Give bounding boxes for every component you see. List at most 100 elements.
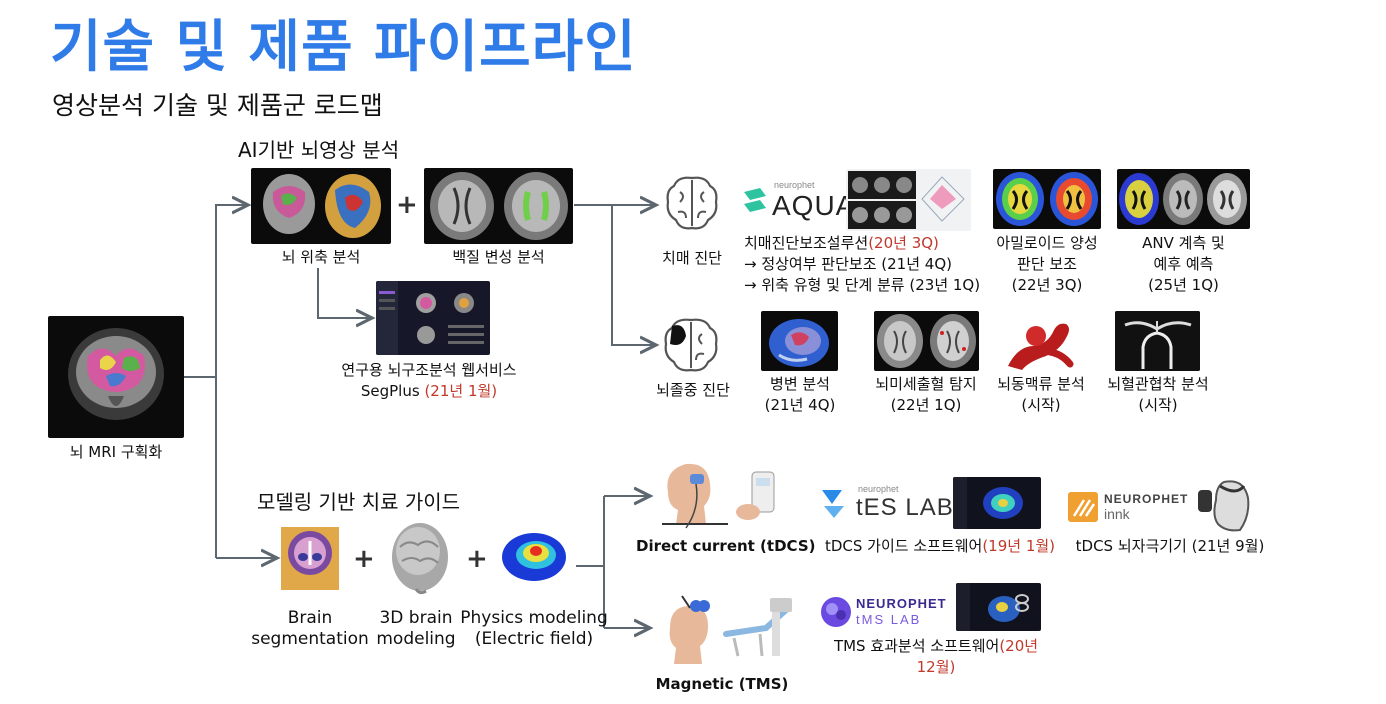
aqua-line2: → 정상여부 판단보조 (21년 4Q) (744, 255, 952, 273)
tms-lab-sub: tMS LAB (856, 612, 922, 627)
stenosis-line2: (시작) (1138, 396, 1178, 414)
innk-headset-image (1198, 480, 1250, 532)
amyloid-line3: (22년 3Q) (1011, 276, 1083, 294)
innk-label: tDCS 뇌자극기기 (21년 9월) (1075, 537, 1265, 555)
tdcs-label: Direct current (tDCS) (636, 537, 816, 555)
anv-line2: 예후 예측 (1153, 255, 1214, 273)
tes-lab-date: (19년 1월) (982, 537, 1056, 555)
brain-segmentation-image (281, 527, 339, 590)
tms-lab-screenshot (956, 583, 1041, 631)
amyloid-line2: 판단 보조 (1017, 255, 1077, 273)
ai-section-title: AI기반 뇌영상 분석 (238, 138, 400, 162)
amyloid-line1: 아밀로이드 양성 (996, 234, 1098, 252)
aqua-logo: neurophet AQUA (742, 180, 854, 224)
aqua-brand-small: neurophet (774, 180, 815, 190)
physics-line2: (Electric field) (474, 629, 594, 649)
tes-lab-label: tDCS 가이드 소프트웨어(19년 1월) (814, 536, 1066, 557)
modeling-plus-1: + (353, 544, 375, 574)
segplus-label: 연구용 뇌구조분석 웹서비스 SegPlus (21년 1월) (318, 360, 540, 402)
physics-line1: Physics modeling (460, 608, 608, 628)
aqua-brand: AQUA (772, 190, 856, 221)
tms-lab-brand: NEUROPHET (856, 596, 947, 611)
anv-line3: (25년 1Q) (1148, 276, 1219, 294)
microbleed-line2: (22년 1Q) (890, 396, 962, 414)
tes-lab-brand: tES LAB (856, 494, 954, 521)
anv-line1: ANV 계측 및 (1142, 234, 1225, 252)
tes-lab-screenshot (953, 477, 1041, 529)
aneurysm-line1: 뇌동맥류 분석 (997, 375, 1085, 393)
tms-head-image (669, 595, 710, 664)
aneurysm-vessel-icon (1008, 323, 1074, 370)
tdcs-device-image (736, 471, 775, 520)
tes-lab-brand-small: neurophet (858, 484, 899, 494)
physics-label: Physics modeling (Electric field) (458, 608, 610, 650)
ai-plus-sign: + (396, 190, 418, 220)
white-matter-image (424, 168, 573, 244)
segplus-name: SegPlus (360, 382, 420, 400)
amyloid-label: 아밀로이드 양성 판단 보조 (22년 3Q) (984, 233, 1110, 296)
anv-image (1117, 169, 1250, 229)
anv-label: ANV 계측 및 예후 예측 (25년 1Q) (1117, 233, 1250, 296)
tms-lab-label: TMS 효과분석 소프트웨어(20년 12월) (822, 636, 1050, 678)
stenosis-image (1115, 311, 1200, 371)
innk-logo: NEUROPHET innk (1068, 490, 1192, 526)
lesion-line1: 병변 분석 (770, 375, 830, 393)
white-matter-label: 백질 변성 분석 (452, 248, 545, 266)
tms-lab-date1: (20년 (999, 637, 1039, 655)
innk-sub: innk (1104, 506, 1130, 522)
page-title: 기술 및 제품 파이프라인 (50, 15, 637, 80)
aqua-screenshot (846, 169, 971, 231)
tes-lab-logo: neurophet tES LAB (818, 482, 953, 526)
microbleed-label: 뇌미세출혈 탐지 (22년 1Q) (862, 374, 990, 416)
page-subtitle: 영상분석 기술 및 제품군 로드맵 (52, 91, 383, 120)
brain-outline-icon (666, 176, 718, 230)
tms-lab-date2: 12월) (916, 658, 956, 676)
dementia-label: 치매 진단 (662, 249, 722, 267)
tdcs-head-image (662, 463, 728, 529)
stenosis-line1: 뇌혈관협착 분석 (1107, 375, 1209, 393)
brain-3d-image (392, 523, 448, 595)
brain-coronal-icon (68, 328, 164, 420)
atrophy-image (251, 168, 391, 244)
root-label: 뇌 MRI 구획화 (69, 443, 163, 461)
seg-line1: Brain (287, 608, 333, 628)
brain-segmentation-label: Brain segmentation (248, 608, 372, 650)
modeling-section-title: 모델링 기반 치료 가이드 (257, 490, 461, 514)
aneurysm-line2: (시작) (1021, 396, 1061, 414)
stenosis-label: 뇌혈관협착 분석 (시작) (1094, 374, 1222, 416)
aqua-line3: → 위축 유형 및 단계 분류 (23년 1Q) (744, 276, 981, 294)
tms-lab-logo: NEUROPHET tMS LAB (820, 596, 956, 632)
segplus-line1: 연구용 뇌구조분석 웹서비스 (341, 361, 517, 379)
brain3d-line1: 3D brain (379, 608, 453, 628)
aqua-description: 치매진단보조설루션(20년 3Q) → 정상여부 판단보조 (21년 4Q) →… (744, 233, 980, 296)
atrophy-label: 뇌 위축 분석 (281, 248, 361, 266)
aneurysm-label: 뇌동맥류 분석 (시작) (986, 374, 1096, 416)
tms-label: Magnetic (TMS) (655, 675, 789, 693)
aqua-line1-date: (20년 3Q) (868, 234, 939, 252)
aqua-logo-icon (744, 188, 766, 212)
seg-line2: segmentation (251, 629, 369, 649)
microbleed-line1: 뇌미세출혈 탐지 (875, 375, 977, 393)
tes-lab-logo-icon (822, 490, 844, 518)
lesion-label: 병변 분석 (21년 4Q) (748, 374, 852, 416)
tms-lab-logo-icon (821, 597, 851, 627)
brain-stroke-icon (664, 318, 718, 372)
microbleed-image (874, 311, 979, 371)
segplus-screenshot (376, 281, 490, 355)
aqua-line1: 치매진단보조설루션 (744, 234, 869, 252)
modeling-plus-2: + (466, 544, 488, 574)
tms-chair-image (723, 598, 792, 657)
lesion-line2: (21년 4Q) (764, 396, 836, 414)
lesion-image (761, 311, 838, 371)
innk-brand: NEUROPHET (1104, 492, 1189, 506)
amyloid-image (993, 169, 1101, 229)
segplus-date: (21년 1월) (424, 382, 498, 400)
root-mri-image (48, 316, 184, 438)
brain3d-line2: modeling (376, 629, 456, 649)
stroke-label: 뇌졸중 진단 (656, 381, 730, 399)
tms-lab-software: TMS 효과분석 소프트웨어 (833, 637, 1000, 655)
electric-field-image (502, 533, 566, 581)
brain-3d-label: 3D brain modeling (370, 608, 462, 650)
tes-lab-software: tDCS 가이드 소프트웨어 (824, 537, 983, 555)
